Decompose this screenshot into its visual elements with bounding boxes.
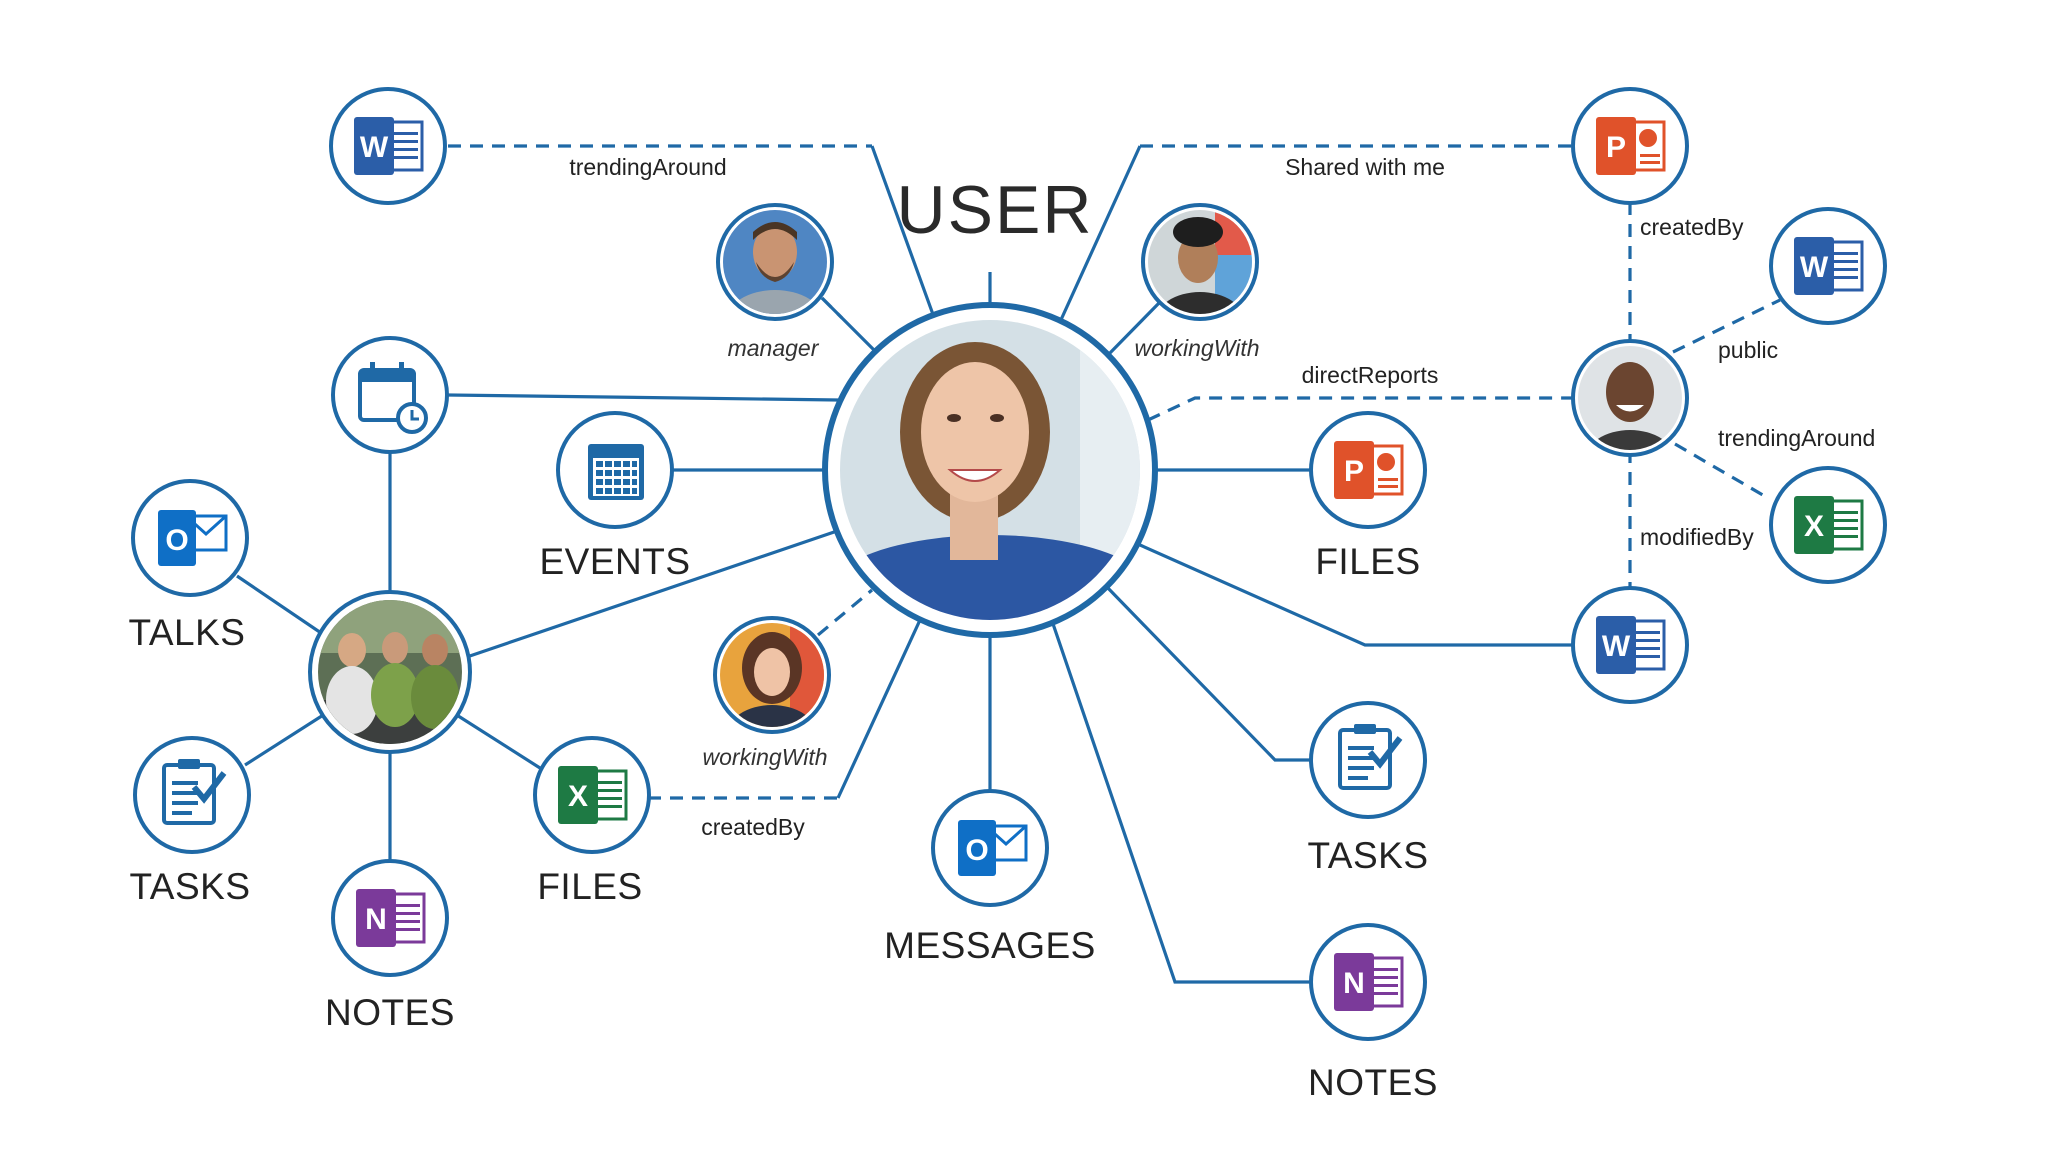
edge-label-trending-right: trendingAround	[1718, 425, 1875, 451]
word-icon: W	[354, 117, 424, 175]
tasks-right-label: TASKS	[1307, 835, 1428, 876]
calendar-clock-icon	[358, 362, 428, 434]
svg-text:N: N	[1343, 967, 1365, 1000]
svg-text:W: W	[1800, 251, 1829, 284]
messages-label: MESSAGES	[884, 925, 1096, 966]
word-doc-top-left-node[interactable]: W	[329, 87, 447, 205]
word-doc-public-node[interactable]: W	[1769, 207, 1887, 325]
central-user-node[interactable]	[822, 302, 1160, 655]
svg-text:N: N	[365, 903, 387, 936]
edge-group-tasks	[244, 710, 329, 767]
edge-direct-reports	[1147, 396, 1578, 422]
messages-node[interactable]: O	[931, 789, 1049, 907]
word-icon: W	[1596, 616, 1666, 674]
onenote-icon: N	[356, 889, 426, 947]
svg-text:X: X	[1804, 510, 1824, 543]
edge-public	[1672, 298, 1781, 354]
powerpoint-icon: P	[1596, 117, 1666, 175]
onenote-icon: N	[1334, 953, 1404, 1011]
clipboard-check-icon	[162, 759, 227, 825]
manager-avatar[interactable]	[716, 203, 834, 350]
edge-user-group	[457, 528, 841, 662]
connectors	[236, 144, 1781, 984]
tasks-left-label: TASKS	[129, 866, 250, 907]
direct-reports-avatar[interactable]	[1571, 339, 1689, 490]
outlook-icon: O	[158, 510, 228, 566]
group-photo-node[interactable]	[308, 590, 472, 754]
clipboard-check-icon	[1338, 724, 1403, 790]
word-doc-modified-node[interactable]: W	[1571, 586, 1689, 704]
edge-ww-bottom-user	[816, 588, 874, 637]
outlook-icon: O	[958, 820, 1028, 876]
calendar-clock-node[interactable]	[331, 336, 449, 454]
working-with-bottom-avatar[interactable]	[713, 616, 831, 765]
files-left-label: FILES	[537, 866, 642, 907]
edge-label-created-by-bottom: createdBy	[701, 814, 805, 840]
edge-label-modified-by: modifiedBy	[1640, 524, 1754, 550]
edge-manager-user	[820, 296, 844, 320]
svg-text:O: O	[965, 834, 988, 867]
svg-text:W: W	[360, 131, 389, 164]
manager-label: manager	[728, 335, 820, 361]
excel-doc-trending-node[interactable]: X	[1769, 466, 1887, 584]
excel-icon: X	[558, 766, 628, 824]
edge-label-public: public	[1718, 337, 1778, 363]
svg-text:P: P	[1606, 131, 1626, 164]
word-icon: W	[1794, 237, 1864, 295]
edge-user-trending-top	[870, 145, 937, 321]
user-title: USER	[897, 172, 1094, 248]
events-label: EVENTS	[539, 541, 690, 582]
edge-trending-right	[1674, 442, 1769, 500]
tasks-left-node[interactable]	[133, 736, 251, 854]
edge-group-files	[451, 710, 541, 770]
svg-text:O: O	[165, 524, 188, 557]
notes-left-node[interactable]: N	[331, 859, 449, 977]
edge-group-outlook	[236, 574, 325, 637]
edge-label-direct-reports: directReports	[1302, 362, 1439, 388]
notes-right-label: NOTES	[1308, 1062, 1438, 1103]
working-with-top-avatar[interactable]	[1141, 203, 1260, 352]
talks-label: TALKS	[129, 612, 246, 653]
working-with-top-label: workingWith	[1134, 335, 1259, 361]
edge-label-trending-top: trendingAround	[569, 154, 726, 180]
svg-text:X: X	[568, 780, 588, 813]
working-with-bottom-label: workingWith	[702, 744, 827, 770]
calendar-grid-icon	[588, 444, 644, 500]
edge-user-calendar	[447, 393, 839, 402]
powerpoint-doc-top-right-node[interactable]: P	[1571, 87, 1689, 205]
files-right-label: FILES	[1315, 541, 1420, 582]
edge-label-shared: Shared with me	[1285, 154, 1445, 180]
edge-user-tasks-right	[1103, 583, 1310, 762]
svg-text:P: P	[1344, 455, 1364, 488]
edge-user-workingwith-top	[1106, 300, 1162, 357]
excel-icon: X	[1794, 496, 1864, 554]
tasks-right-node[interactable]	[1309, 701, 1427, 819]
edge-user-notes-right	[1048, 614, 1310, 984]
files-left-node[interactable]: X	[533, 736, 651, 854]
svg-text:W: W	[1602, 630, 1631, 663]
notes-right-node[interactable]: N	[1309, 923, 1427, 1041]
talks-node[interactable]: O	[131, 479, 249, 597]
edge-label-created-by-right: createdBy	[1640, 214, 1744, 240]
powerpoint-icon: P	[1334, 441, 1404, 499]
edge-user-word-right	[1139, 543, 1575, 647]
files-right-node[interactable]: P	[1309, 411, 1427, 529]
notes-left-label: NOTES	[325, 992, 455, 1033]
events-node[interactable]	[556, 411, 674, 529]
edge-user-createdby-bottom	[836, 619, 922, 799]
edge-user-shared	[1058, 145, 1142, 323]
